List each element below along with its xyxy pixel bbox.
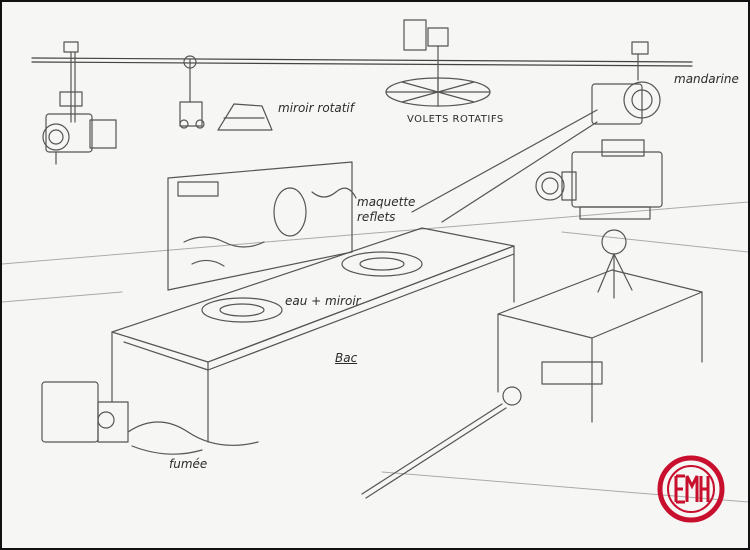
label-volets-rotatifs: VOLETS ROTATIFS [407,114,504,125]
emh-logo [657,455,725,523]
water-tank [111,227,515,443]
label-eau-miroir: eau + miroir [285,294,361,308]
smoke-machine [41,381,259,455]
mandarine-light [411,41,661,223]
rotating-shutters [385,19,491,107]
projector-left [42,41,117,165]
room-lines [2,201,748,503]
label-bac: Bac [335,351,358,365]
overhead-rail [31,57,693,67]
label-mandarine: mandarine [674,72,739,86]
camera-tripod [535,139,663,299]
rotating-mirror-unit [179,55,273,131]
equipment-cabinet [361,269,703,499]
label-miroir-rotatif: miroir rotatif [278,101,354,115]
reflection-mockup-panel [167,161,357,291]
label-maquette-reflets: maquette reflets [357,195,416,224]
label-fumee: fumée [169,457,208,471]
